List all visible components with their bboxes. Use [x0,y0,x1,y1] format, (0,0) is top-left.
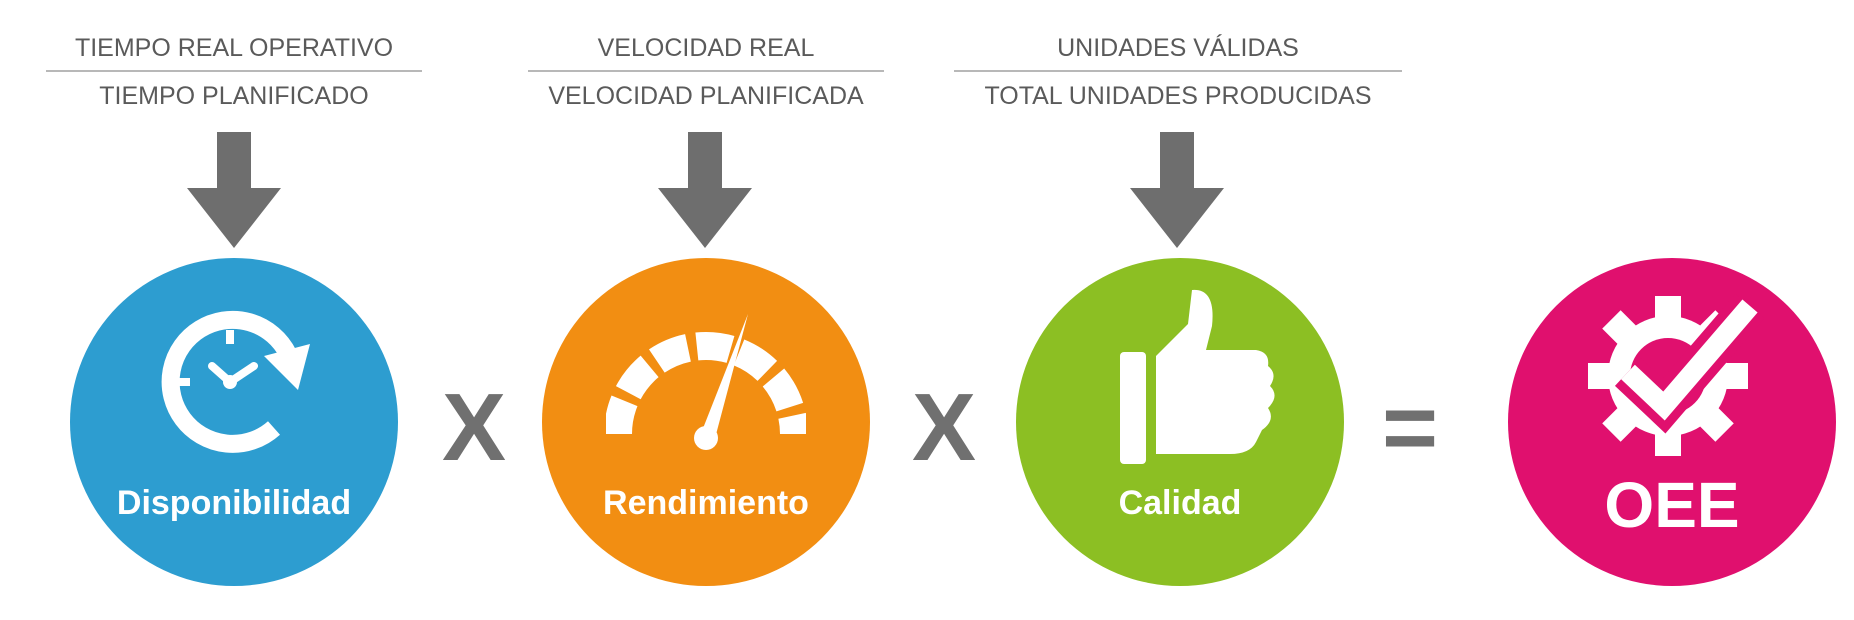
oee-circle: OEE [1508,258,1836,586]
clock-refresh-icon [161,310,310,453]
fraction-line [46,70,422,72]
fraction-line [528,70,884,72]
gear-check-icon [1588,293,1765,456]
formula-numerator: VELOCIDAD REAL [597,34,815,62]
thumbs-up-icon [1120,289,1275,464]
calidad-circle: Calidad [1016,258,1344,586]
speedometer-icon [606,314,806,450]
disponibilidad-label: Disponibilidad [116,484,352,522]
calidad-label: Calidad [1118,484,1242,522]
formula-numerator: UNIDADES VÁLIDAS [1057,34,1299,62]
equals-operator: = [1382,374,1439,481]
fraction-line [954,70,1402,72]
down-arrow-icon [1130,132,1224,248]
formula-numerator: TIEMPO REAL OPERATIVO [74,34,394,62]
disponibilidad-circle: Disponibilidad [70,258,398,586]
oee-label: OEE [1604,469,1740,541]
formula-calidad: UNIDADES VÁLIDAS TOTAL UNIDADES PRODUCID… [954,28,1402,116]
rendimiento-label: Rendimiento [603,484,809,522]
rendimiento-circle: Rendimiento [542,258,870,586]
formula-disponibilidad: TIEMPO REAL OPERATIVO TIEMPO PLANIFICADO [46,28,422,116]
multiply-operator: X [912,374,977,481]
formula-denominator: TOTAL UNIDADES PRODUCIDAS [984,82,1372,110]
down-arrow-icon [658,132,752,248]
formula-denominator: VELOCIDAD PLANIFICADA [548,82,864,110]
formula-denominator: TIEMPO PLANIFICADO [99,82,369,110]
multiply-operator: X [442,374,507,481]
down-arrow-icon [187,132,281,248]
formula-rendimiento: VELOCIDAD REAL VELOCIDAD PLANIFICADA [528,28,884,116]
